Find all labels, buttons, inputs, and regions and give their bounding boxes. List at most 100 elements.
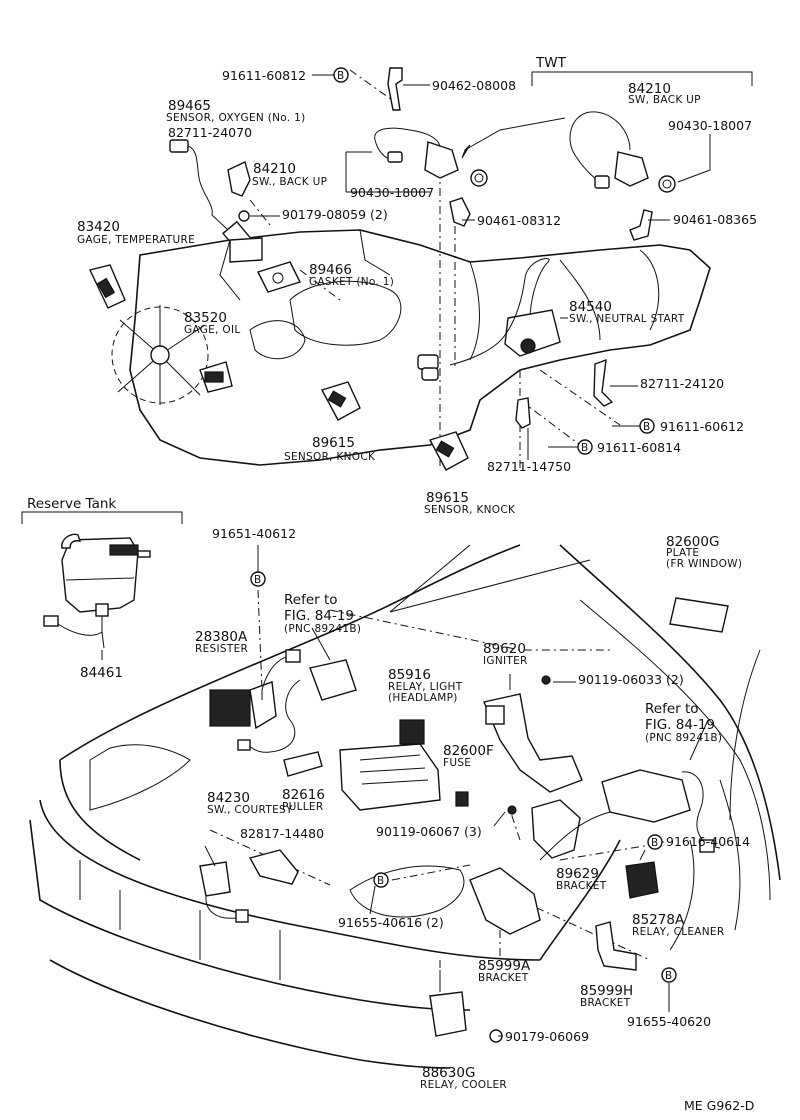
gasket-89466: [257, 261, 301, 293]
label-84210-b: 84210: [628, 81, 671, 97]
ref2-line3: (PNC 89241B): [645, 732, 722, 744]
label-89620: 89620: [483, 641, 526, 657]
fan-icon: [111, 305, 209, 405]
svg-text:B: B: [337, 70, 345, 82]
desc-89629: BRACKET: [556, 880, 607, 892]
label-85999H: 85999H: [580, 983, 633, 999]
desc-89615-b: SENSOR, KNOCK: [424, 504, 516, 516]
desc-83420: GAGE, TEMPERATURE: [77, 234, 195, 246]
label-90430-18007-b: 90430-18007: [668, 118, 752, 133]
bracket-82711-24120: [593, 358, 614, 407]
desc-85278A: RELAY, CLEANER: [632, 926, 724, 938]
headlamp-relay: [399, 719, 425, 745]
footer-code: ME G962-D: [684, 1098, 754, 1113]
label-91616-40614: 91616-40614: [666, 834, 750, 849]
label-82711-14750: 82711-14750: [487, 459, 571, 474]
bracket-82711-14750: [515, 397, 531, 429]
svg-text:B: B: [651, 837, 659, 849]
b-badge: B: [661, 967, 677, 983]
desc-82600G-2: (FR WINDOW): [666, 558, 742, 570]
fuse-82600F: [455, 791, 469, 807]
car-front-body: [29, 544, 781, 1069]
labels: 91611-60812 90462-08008 89465 SENSOR, OX…: [77, 68, 757, 1113]
label-90119-06033: 90119-06033 (2): [578, 672, 684, 687]
b-badge: B: [639, 418, 655, 434]
clip-90461-08365: [629, 209, 653, 241]
label-90462-08008: 90462-08008: [432, 78, 516, 93]
label-89466: 89466: [309, 262, 352, 278]
plate-fr-window: [669, 597, 729, 633]
svg-text:B: B: [665, 970, 673, 982]
label-90461-08312: 90461-08312: [477, 213, 561, 228]
label-91655-40620: 91655-40620: [627, 1014, 711, 1029]
bracket-85999H: [595, 921, 637, 971]
ref2-line2: FIG. 84-19: [645, 717, 715, 733]
parts-top: [89, 67, 676, 471]
label-83420: 83420: [77, 219, 120, 235]
label-89629: 89629: [556, 866, 599, 882]
resister: [209, 649, 301, 730]
desc-89620: IGNITER: [483, 655, 528, 667]
reserve-tank-title: Reserve Tank: [27, 496, 116, 512]
svg-text:B: B: [377, 875, 385, 887]
desc-84210-a: SW., BACK UP: [252, 176, 327, 188]
ref2-line1: Refer to: [645, 701, 699, 717]
knock-sensor-b: [428, 431, 469, 471]
b-badge: B: [647, 834, 663, 850]
label-85278A: 85278A: [632, 912, 685, 928]
temperature-gage: [89, 264, 126, 309]
label-89615-b: 89615: [426, 490, 469, 506]
twt-group: TWT: [531, 55, 753, 86]
desc-84230: SW., COURTESY: [207, 804, 293, 816]
desc-89465: SENSOR, OXYGEN (No. 1): [166, 112, 305, 124]
vacuum-sensor: [237, 659, 357, 753]
desc-82600F: FUSE: [443, 757, 471, 769]
desc-89466: GASKET (No. 1): [309, 276, 394, 288]
relay-cleaner: [625, 861, 659, 899]
label-82600F: 82600F: [443, 743, 494, 759]
screw-90119-06067: [507, 805, 517, 815]
back-up-switch-right: [569, 111, 676, 193]
clip-84210: [227, 161, 251, 197]
label-82711-24120: 82711-24120: [640, 376, 724, 391]
desc-85999H: BRACKET: [580, 997, 631, 1009]
oxygen-sensor: [169, 139, 263, 263]
label-84540: 84540: [569, 299, 612, 315]
svg-text:B: B: [581, 442, 589, 454]
knock-sensor-a: [320, 381, 361, 421]
igniter: [483, 674, 583, 793]
label-82600G: 82600G: [666, 534, 719, 550]
label-91611-60612: 91611-60612: [660, 419, 744, 434]
label-91611-60814: 91611-60814: [597, 440, 681, 455]
b-badge: B: [373, 872, 389, 888]
desc-84210-b: SW, BACK UP: [628, 94, 701, 106]
ref1-line1: Refer to: [284, 592, 338, 608]
desc-89615-a: SENSOR, KNOCK: [284, 451, 376, 463]
desc-85916-2: (HEADLAMP): [388, 692, 458, 704]
label-90179-08059: 90179-08059 (2): [282, 207, 388, 222]
label-91655-40616: 91655-40616 (2): [338, 915, 444, 930]
desc-85916-1: RELAY, LIGHT: [388, 681, 463, 693]
engine-assembly: [111, 229, 711, 466]
label-84210-a: 84210: [253, 161, 296, 177]
desc-84540: SW., NEUTRAL START: [569, 313, 685, 325]
label-91611-60812: 91611-60812: [222, 68, 306, 83]
clip-90462: [387, 67, 403, 111]
b-badge: B: [577, 439, 593, 455]
label-88630G: 88630G: [422, 1065, 475, 1081]
b-badges: B B B B B B B: [250, 67, 677, 983]
parts-bottom: [199, 649, 721, 1043]
right-relay-assembly: [539, 769, 721, 861]
label-89465: 89465: [168, 98, 211, 114]
bracket-85999A: [469, 867, 541, 935]
clip-90461-08312: [449, 197, 471, 227]
label-28380A: 28380A: [195, 629, 248, 645]
label-89615-a: 89615: [312, 435, 355, 451]
label-leaders: [250, 74, 711, 1037]
back-up-switch-left: [374, 127, 488, 187]
twt-label: TWT: [535, 55, 567, 71]
oil-gage: [199, 361, 233, 393]
leader-lines-bottom: [209, 544, 709, 1020]
label-90119-06067: 90119-06067 (3): [376, 824, 482, 839]
